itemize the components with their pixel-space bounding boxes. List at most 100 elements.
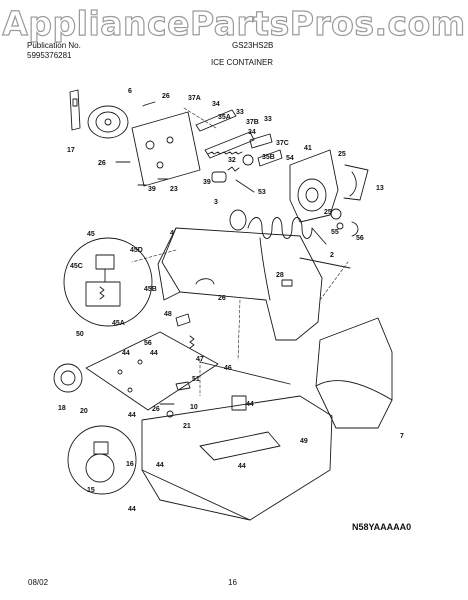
callout-56b: 56	[144, 340, 152, 347]
callout-7: 7	[400, 433, 404, 440]
callout-46: 46	[224, 365, 232, 372]
part-16-socket	[93, 441, 109, 455]
part-46-rod	[199, 361, 291, 385]
part-37c-linkage	[257, 149, 283, 167]
part-25-clip	[330, 208, 342, 220]
part-32-cylinder	[211, 171, 227, 183]
callout-44b: 44	[150, 350, 158, 357]
part-18-motor	[53, 363, 83, 393]
callout-41: 41	[304, 145, 312, 152]
callout-44c: 44	[128, 412, 136, 419]
callout-35b: 35B	[262, 154, 275, 161]
part-41-housing	[289, 149, 339, 223]
drawing-code: N58YAAAAA0	[352, 522, 412, 532]
callout-25a: 25	[338, 151, 346, 158]
callout-20: 20	[80, 408, 88, 415]
part-6-motor	[87, 105, 129, 139]
part-45a-housing	[85, 281, 121, 307]
part-23-plate	[131, 111, 201, 187]
part-4-ice-bucket	[161, 227, 323, 341]
callout-15: 15	[87, 487, 95, 494]
callout-10: 10	[190, 404, 198, 411]
callout-18: 18	[58, 405, 66, 412]
part-49-housing	[141, 395, 333, 521]
callout-37b: 37B	[246, 119, 259, 126]
footer-date: 08/02	[28, 578, 49, 587]
part-17-slot	[72, 98, 78, 107]
section-title: ICE CONTAINER	[211, 58, 274, 67]
publication-label: Publication No.	[27, 41, 81, 50]
callout-44d: 44	[246, 401, 254, 408]
part-15-bulb	[85, 453, 115, 483]
callout-23: 23	[170, 186, 178, 193]
callout-45d: 45D	[130, 247, 143, 254]
part-28-clip	[281, 279, 293, 287]
detail-circle-16	[67, 425, 137, 495]
screw-26	[142, 101, 156, 107]
callout-35a: 35A	[218, 114, 231, 121]
callout-26b: 26	[98, 160, 106, 167]
callout-33b: 33	[264, 116, 272, 123]
part-3-auger-spiral	[247, 217, 327, 245]
callout-47: 47	[196, 356, 204, 363]
part-56-clip	[351, 221, 359, 237]
callout-13: 13	[376, 185, 384, 192]
part-2-rod	[299, 257, 351, 269]
callout-45b: 45B	[144, 286, 157, 293]
callout-39b: 39	[148, 186, 156, 193]
part-45b-spring	[99, 286, 105, 300]
callout-48: 48	[164, 311, 172, 318]
callout-16: 16	[126, 461, 134, 468]
part-55-washer	[336, 222, 344, 230]
callout-17: 17	[67, 147, 75, 154]
callout-32: 32	[228, 157, 236, 164]
callout-21: 21	[183, 423, 191, 430]
part-21-screw	[166, 410, 174, 418]
part-52-spring	[227, 166, 240, 172]
page-number: 16	[228, 578, 237, 587]
callout-55: 55	[331, 229, 339, 236]
callout-6: 6	[128, 88, 132, 95]
callout-34a: 34	[212, 101, 220, 108]
model-number: GS23HS2B	[232, 41, 274, 50]
callout-37c: 37C	[276, 140, 289, 147]
part-17-bracket	[69, 89, 81, 131]
callout-3: 3	[214, 199, 218, 206]
part-35a-gear	[204, 131, 255, 159]
callout-26a: 26	[162, 93, 170, 100]
callout-2: 2	[330, 252, 334, 259]
watermark: AppliancePartsPros.com	[2, 3, 466, 43]
callout-44f: 44	[156, 462, 164, 469]
callout-44a: 44	[122, 350, 130, 357]
part-20-bracket	[85, 331, 219, 411]
callout-44e: 44	[238, 463, 246, 470]
part-37a-linkage	[195, 109, 237, 132]
part-53-rod	[235, 179, 255, 193]
callout-45a: 45A	[112, 320, 125, 327]
part-3-bearing	[229, 209, 247, 231]
callout-56: 56	[356, 235, 364, 242]
part-47-spring	[189, 335, 195, 349]
callout-44g: 44	[128, 506, 136, 513]
callout-25b: 25	[324, 209, 332, 216]
callout-51: 51	[192, 376, 200, 383]
callout-34b: 34	[248, 129, 256, 136]
callout-45c: 45C	[70, 263, 83, 270]
publication-number: 5995376281	[27, 51, 72, 60]
part-13-bracket	[343, 164, 369, 201]
part-48-bracket	[175, 313, 191, 327]
part-37b-linkage	[249, 133, 273, 149]
part-45c-switch	[95, 254, 115, 270]
callout-28: 28	[276, 272, 284, 279]
callout-26d: 26	[152, 406, 160, 413]
callout-54: 54	[286, 155, 294, 162]
callout-50: 50	[76, 331, 84, 338]
callout-37a: 37A	[188, 95, 201, 102]
callout-4: 4	[170, 230, 174, 237]
callout-45: 45	[87, 231, 95, 238]
detail-circle-45	[63, 237, 153, 327]
callout-33a: 33	[236, 109, 244, 116]
part-7-cover	[315, 317, 393, 429]
callout-39a: 39	[203, 179, 211, 186]
